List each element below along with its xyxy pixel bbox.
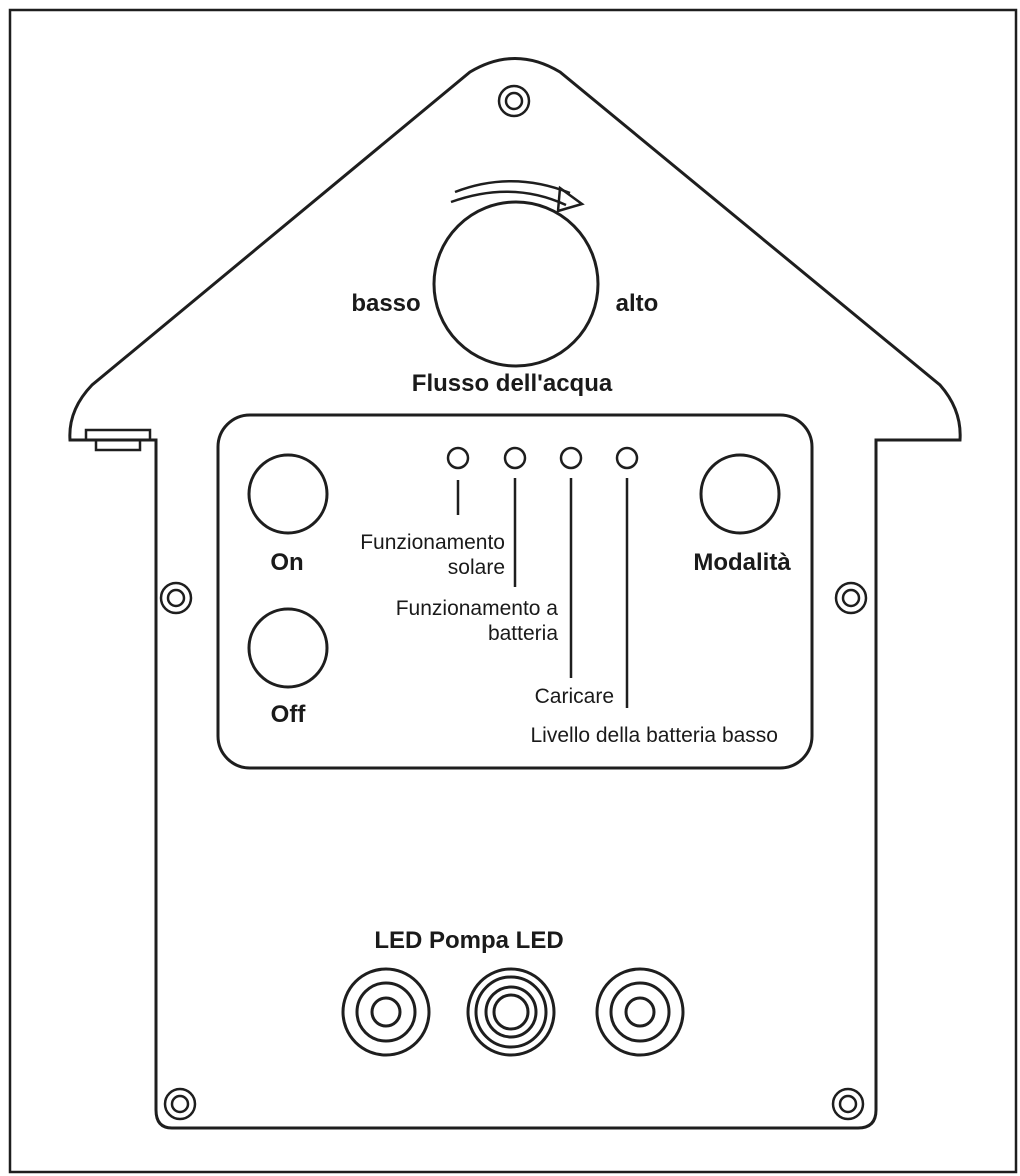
off-button[interactable] xyxy=(247,607,329,689)
pump-connector-center[interactable] xyxy=(466,967,556,1057)
rotation-arrow-icon xyxy=(450,180,585,213)
flow-high-label: alto xyxy=(616,290,659,317)
indicator-solar-label-line1: Funzionamento xyxy=(360,531,505,554)
indicator-battery-mode xyxy=(503,446,527,587)
indicator-solar xyxy=(446,446,470,515)
control-panel xyxy=(216,413,814,770)
mode-button-label: Modalità xyxy=(693,549,791,576)
indicator-low-battery-label: Livello della batteria basso xyxy=(531,724,779,747)
indicator-battery-mode-label-line1: Funzionamento a xyxy=(396,597,559,620)
indicator-solar-led xyxy=(446,446,470,470)
indicator-low-battery-led xyxy=(615,446,639,470)
screw-bottom-right xyxy=(831,1087,865,1121)
indicator-battery-mode-label-line2: batteria xyxy=(488,622,558,645)
on-button-label: On xyxy=(270,549,303,576)
outer-frame xyxy=(8,8,1018,1174)
mode-button[interactable] xyxy=(699,453,781,535)
indicator-battery-mode-led xyxy=(503,446,527,470)
housing-outline xyxy=(68,57,962,1130)
indicator-charging xyxy=(559,446,583,678)
screw-middle-left xyxy=(159,581,193,615)
on-button[interactable] xyxy=(247,453,329,535)
off-button-label: Off xyxy=(271,701,307,728)
indicator-charging-label: Caricare xyxy=(535,685,614,708)
flow-low-label: basso xyxy=(351,290,420,317)
connectors-title: LED Pompa LED xyxy=(374,927,563,954)
screw-bottom-left xyxy=(163,1087,197,1121)
led-connector-left[interactable] xyxy=(341,967,431,1057)
indicator-solar-label-line2: solare xyxy=(448,556,505,579)
water-flow-knob[interactable] xyxy=(432,200,600,368)
indicator-charging-led xyxy=(559,446,583,470)
screw-middle-right xyxy=(834,581,868,615)
led-connector-right[interactable] xyxy=(595,967,685,1057)
latch-tab xyxy=(84,428,152,452)
screw-top xyxy=(497,84,531,118)
indicator-low-battery xyxy=(615,446,639,708)
flow-title: Flusso dell'acqua xyxy=(412,370,613,397)
